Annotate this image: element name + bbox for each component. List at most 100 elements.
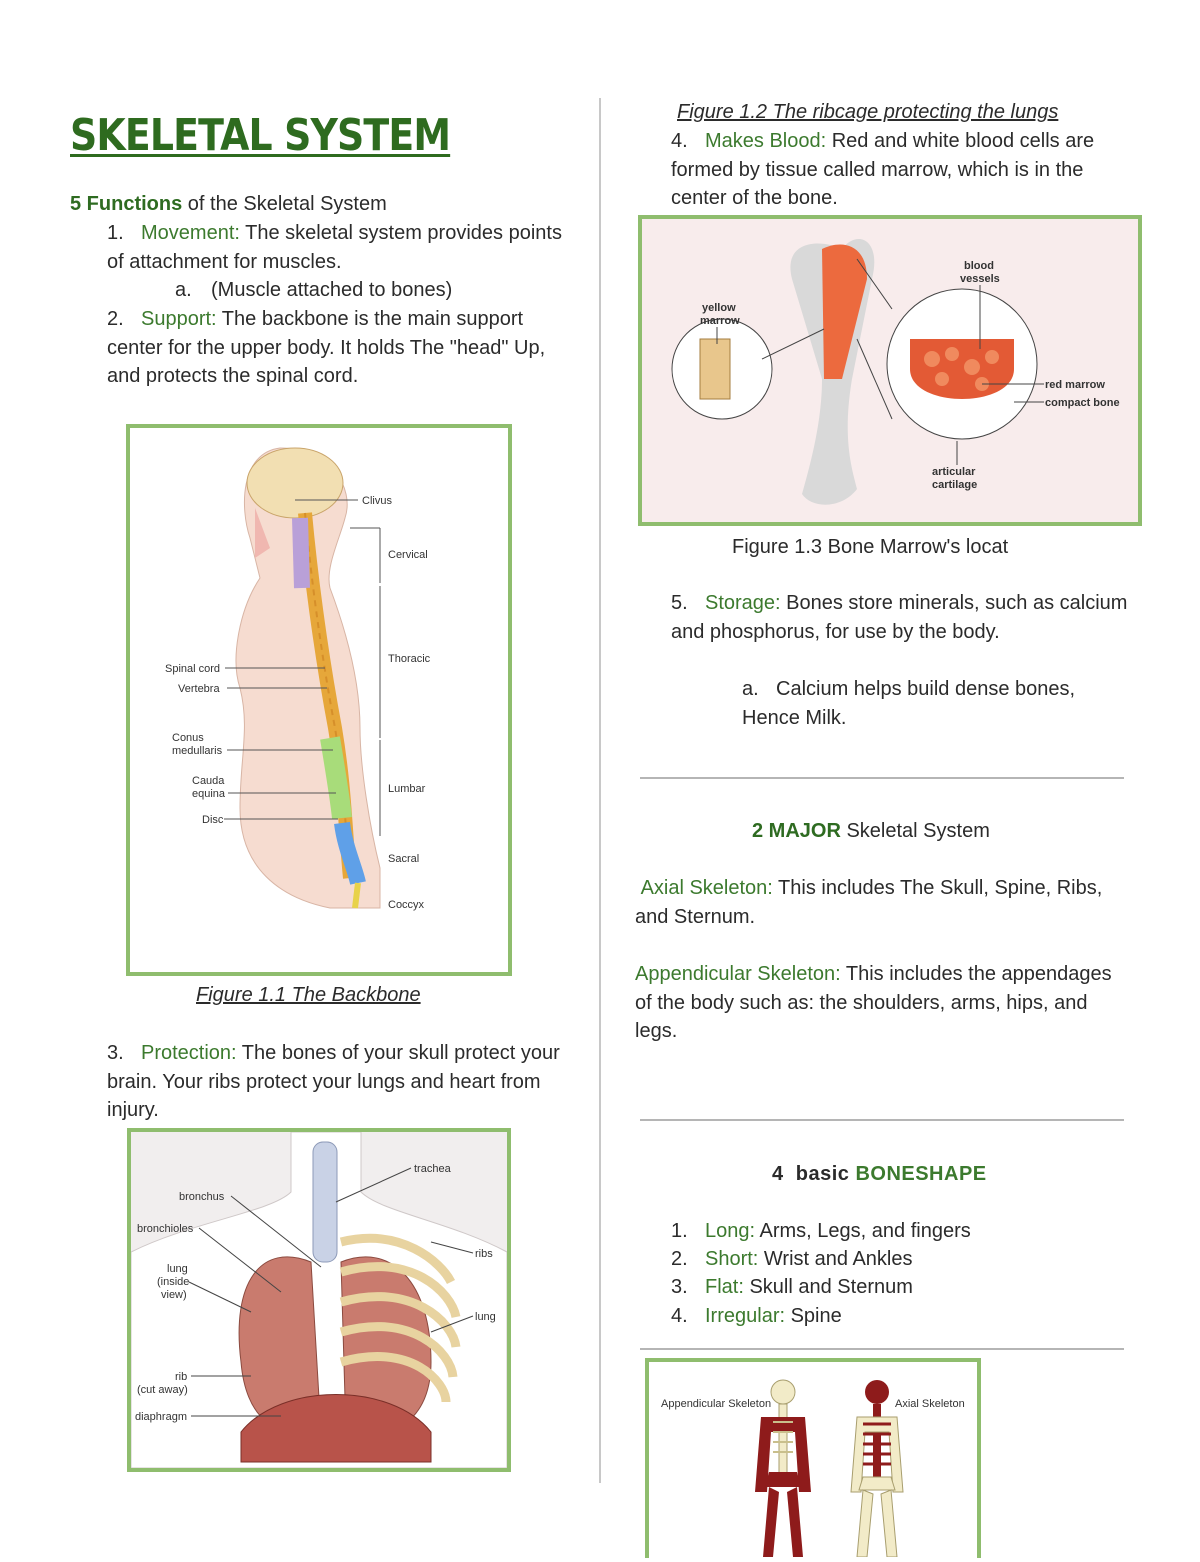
- label-disc: Disc: [202, 814, 224, 826]
- shape-term: Long:: [705, 1220, 756, 1242]
- label-yellow: yellow: [702, 302, 736, 314]
- major-heading-rest: Skeletal System: [840, 820, 990, 842]
- boneshape-item-4: 4. Irregular: Spine: [671, 1302, 842, 1331]
- boneshape-heading-pre: 4 basic: [772, 1163, 856, 1185]
- label-bronchus: bronchus: [179, 1191, 225, 1203]
- label-lumbar: Lumbar: [388, 783, 426, 795]
- shape-term: Irregular:: [705, 1305, 786, 1327]
- label-bronchioles: bronchioles: [137, 1223, 194, 1235]
- label-rib: rib: [175, 1371, 187, 1383]
- section-divider: [640, 777, 1124, 779]
- appendicular-skeleton-drawing: [755, 1379, 811, 1557]
- label-rib-cut-away: (cut away): [137, 1384, 188, 1396]
- figure-3-caption: Figure 1.3 Bone Marrow's locat: [732, 536, 1009, 558]
- function-text: Bones store minerals, such as calcium an…: [671, 592, 1128, 643]
- label-lung-inside: lung: [167, 1263, 188, 1275]
- list-number: 1.: [671, 1220, 688, 1242]
- label-cartilage: cartilage: [932, 479, 977, 491]
- functions-heading: 5 Functions of the Skeletal System: [70, 190, 387, 219]
- list-number: 5.: [671, 592, 688, 614]
- boneshape-item-1: 1. Long: Arms, Legs, and fingers: [671, 1217, 971, 1246]
- section-divider-2: [640, 1119, 1124, 1121]
- page-title: SKELETAL SYSTEM: [70, 110, 451, 161]
- list-number: 2.: [107, 308, 124, 330]
- list-number: 4.: [671, 130, 688, 152]
- column-divider: [599, 98, 601, 1483]
- shape-text: Arms, Legs, and fingers: [755, 1220, 971, 1242]
- list-letter: a.: [175, 279, 192, 301]
- spine-figure: Clivus Cervical Thoracic Lumbar Sacral C…: [126, 424, 512, 976]
- function-term: Support:: [141, 308, 217, 330]
- spine-illustration: Clivus Cervical Thoracic Lumbar Sacral C…: [165, 447, 431, 911]
- list-number: 3.: [671, 1276, 688, 1298]
- list-number: 2.: [671, 1248, 688, 1270]
- label-medullaris: medullaris: [172, 745, 223, 757]
- boneshape-heading: 4 basic BONESHAPE: [772, 1160, 987, 1189]
- label-equina: equina: [192, 788, 226, 800]
- major-heading-bold: 2 MAJOR: [752, 820, 841, 842]
- shape-text: Skull and Sternum: [743, 1276, 913, 1298]
- shape-term: Flat:: [705, 1276, 744, 1298]
- label-trachea: trachea: [414, 1163, 452, 1175]
- list-number: 3.: [107, 1042, 124, 1064]
- functions-heading-rest: of the Skeletal System: [182, 193, 387, 215]
- label-ribs: ribs: [475, 1248, 493, 1260]
- axial-term: Axial Skeleton:: [640, 877, 773, 899]
- ribcage-illustration: trachea bronchus bronchioles lung (insid…: [130, 1131, 508, 1469]
- marrow-illustration: blood vessels yellow marrow red marrow c…: [642, 219, 1138, 522]
- function-term: Protection:: [141, 1042, 237, 1064]
- boneshape-item-3: 3. Flat: Skull and Sternum: [671, 1273, 913, 1302]
- function-sub-text: (Muscle attached to bones): [211, 279, 453, 301]
- label-red-marrow: red marrow: [1045, 379, 1105, 391]
- label-vessels: vessels: [960, 273, 1000, 285]
- label-vertebra: Vertebra: [178, 683, 220, 695]
- shape-text: Wrist and Ankles: [758, 1248, 913, 1270]
- major-heading: 2 MAJOR Skeletal System: [752, 817, 990, 846]
- appendicular-text: This includes the appendages of the body…: [635, 963, 1112, 1042]
- label-marrow: marrow: [700, 315, 740, 327]
- function-item-5-sub: a.Calcium helps build dense bones, Hence…: [742, 675, 1132, 732]
- label-spinal-cord: Spinal cord: [165, 663, 220, 675]
- shape-text: Spine: [785, 1305, 842, 1327]
- appendicular-term: Appendicular Skeleton:: [635, 963, 841, 985]
- label-lung: lung: [475, 1311, 496, 1323]
- ribcage-figure: trachea bronchus bronchioles lung (insid…: [127, 1128, 511, 1472]
- function-term: Makes Blood:: [705, 130, 827, 152]
- function-text: The bones of your skull protect your bra…: [107, 1042, 560, 1121]
- label-articular: articular: [932, 466, 976, 478]
- section-divider-3: [640, 1348, 1124, 1350]
- boneshape-heading-bold: BONESHAPE: [855, 1163, 987, 1185]
- axial-text: This includes The Skull, Spine, Ribs, an…: [635, 877, 1103, 928]
- label-compact-bone: compact bone: [1045, 397, 1120, 409]
- function-item-1: 1. Movement: The skeletal system provides…: [107, 219, 567, 276]
- label-thoracic: Thoracic: [388, 653, 431, 665]
- skeleton-illustration: Appendicular Skeleton Axial Skeleton: [661, 1379, 965, 1558]
- function-item-4: 4. Makes Blood: Red and white blood cells…: [671, 127, 1141, 213]
- skeleton-figure: Appendicular Skeleton Axial Skeleton: [645, 1358, 981, 1558]
- function-text: Red and white blood cells are formed by …: [671, 130, 1095, 209]
- axial-skeleton-text: Axial Skeleton: This includes The Skull,…: [635, 874, 1115, 931]
- shape-term: Short:: [705, 1248, 759, 1270]
- list-number: 4.: [671, 1305, 688, 1327]
- function-text: The backbone is the main support center …: [107, 308, 546, 387]
- label-lung-inside-2: (inside: [157, 1276, 189, 1288]
- function-term: Storage:: [705, 592, 781, 614]
- figure-2-caption: Figure 1.2 The ribcage protecting the lu…: [677, 101, 1059, 123]
- label-blood: blood: [964, 260, 994, 272]
- label-clivus: Clivus: [362, 495, 392, 507]
- function-item-3: 3. Protection: The bones of your skull pr…: [107, 1039, 567, 1125]
- label-conus: Conus: [172, 732, 204, 744]
- appendicular-skeleton-text: Appendicular Skeleton: This includes the…: [635, 960, 1115, 1046]
- functions-heading-bold: 5 Functions: [70, 193, 183, 215]
- label-cauda: Cauda: [192, 775, 225, 787]
- label-lung-inside-3: view): [161, 1289, 187, 1301]
- label-diaphragm: diaphragm: [135, 1411, 187, 1423]
- function-text: The skeletal system provides points of a…: [107, 222, 562, 273]
- label-appendicular-skeleton: Appendicular Skeleton: [661, 1398, 771, 1410]
- label-coccyx: Coccyx: [388, 899, 425, 911]
- boneshape-item-2: 2. Short: Wrist and Ankles: [671, 1245, 913, 1274]
- label-axial-skeleton: Axial Skeleton: [895, 1398, 965, 1410]
- function-item-1-sub: a. (Muscle attached to bones): [175, 276, 452, 305]
- function-term: Movement:: [141, 222, 240, 244]
- list-number: 1.: [107, 222, 124, 244]
